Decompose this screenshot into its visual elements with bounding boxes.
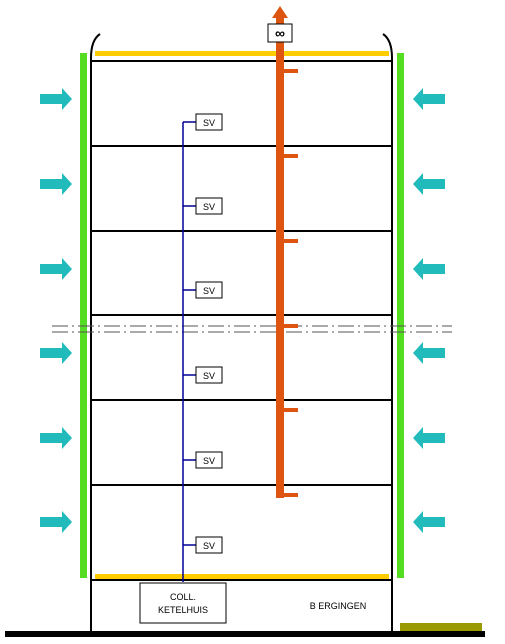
facade-insulation-right: [397, 53, 404, 578]
roof-fan-symbol: ∞: [275, 25, 285, 41]
air-arrows-left: [40, 88, 72, 533]
roof-insulation: [95, 51, 389, 56]
valve: SV: [195, 113, 223, 131]
valve: SV: [195, 197, 223, 215]
facade-insulation-left: [80, 53, 87, 578]
air-arrows-right: [413, 88, 445, 533]
roof-fan: ∞: [267, 23, 293, 43]
roof-fan-box: [267, 23, 293, 43]
ground-strip: [400, 623, 482, 631]
water-riser: [182, 121, 196, 582]
valve: SV: [195, 451, 223, 469]
building-walls: [90, 33, 393, 632]
boiler-room: COLL. KETELHUIS: [139, 582, 227, 624]
valve: SV: [195, 281, 223, 299]
exhaust-duct: [272, 6, 298, 498]
boiler-room-box: [139, 582, 227, 624]
valve-label: SV: [203, 286, 215, 296]
ground-floor-insulation: [95, 574, 389, 579]
valve: SV: [195, 366, 223, 384]
storage-label: B ERGINGEN: [310, 601, 367, 611]
valve-label: SV: [203, 202, 215, 212]
valve-label: SV: [203, 118, 215, 128]
boiler-room-label-line2: KETELHUIS: [158, 605, 208, 615]
floor-slabs: [91, 60, 392, 581]
break-line: [52, 325, 452, 333]
valve-label: SV: [203, 541, 215, 551]
valve-label: SV: [203, 456, 215, 466]
valve: SV: [195, 536, 223, 554]
valve-label: SV: [203, 371, 215, 381]
boiler-room-label-line1: COLL.: [170, 592, 196, 602]
